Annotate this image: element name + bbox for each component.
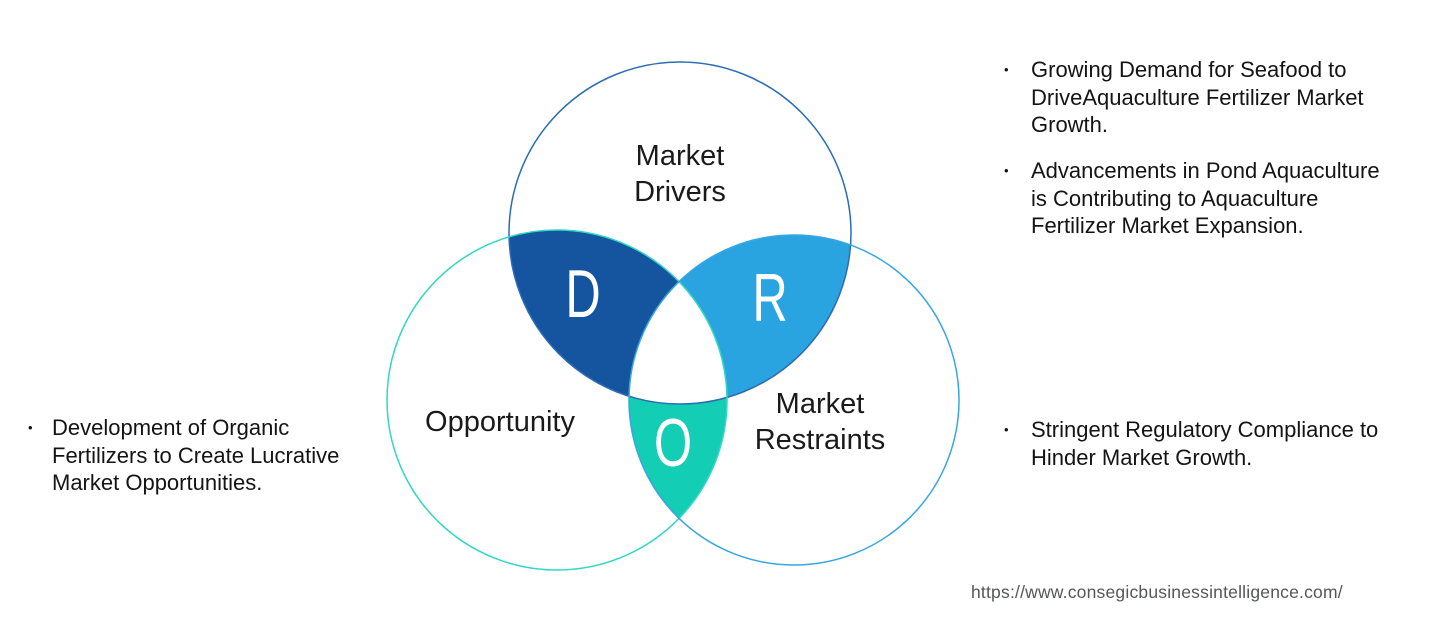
restraints-circle-outline bbox=[628, 234, 960, 566]
drivers-label-line1: Market bbox=[636, 140, 725, 172]
drivers-circle-outline bbox=[508, 61, 852, 405]
opportunity-circle-outline bbox=[386, 229, 728, 571]
driver-bullet-2: • Advancements in Pond Aquaculture is Co… bbox=[1004, 157, 1444, 240]
bullet-icon: • bbox=[1004, 62, 1009, 77]
restraints-label-line1: Market bbox=[776, 388, 865, 420]
opportunity-bullet-1-text: Development of Organic Fertilizers to Cr… bbox=[52, 415, 340, 495]
driver-bullet-1: • Growing Demand for Seafood to DriveAqu… bbox=[1004, 56, 1444, 139]
driver-bullet-1-text: Growing Demand for Seafood to DriveAquac… bbox=[1031, 57, 1364, 137]
drivers-label-line2: Drivers bbox=[634, 176, 726, 208]
restraint-bullet-1-text: Stringent Regulatory Compliance to Hinde… bbox=[1031, 417, 1379, 470]
bullet-icon: • bbox=[1004, 422, 1009, 437]
bullet-icon: • bbox=[1004, 163, 1009, 178]
opportunity-bullet-1: • Development of Organic Fertilizers to … bbox=[28, 414, 408, 497]
o-lens-letter: O bbox=[654, 404, 692, 481]
restraint-bullet-1: • Stringent Regulatory Compliance to Hin… bbox=[1004, 416, 1444, 471]
source-url: https://www.consegicbusinessintelligence… bbox=[971, 582, 1343, 602]
r-lens-letter: R bbox=[752, 259, 787, 336]
driver-bullet-2-text: Advancements in Pond Aquaculture is Cont… bbox=[1031, 158, 1380, 238]
restraints-label-line2: Restraints bbox=[755, 424, 886, 456]
d-lens-letter: D bbox=[565, 255, 600, 332]
bullet-icon: • bbox=[28, 420, 33, 435]
opportunity-label: Opportunity bbox=[425, 406, 575, 438]
